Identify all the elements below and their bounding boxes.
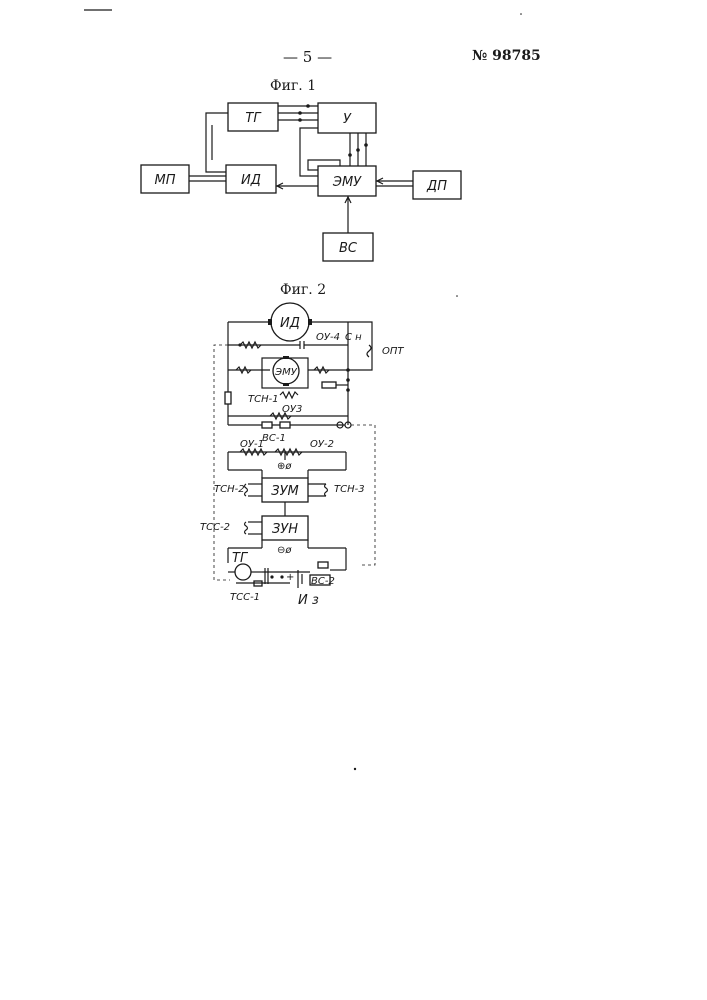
label-tsn1: ТСН-1 (248, 394, 279, 405)
tg-to-u-lines (278, 104, 318, 122)
block-u: У (318, 103, 376, 133)
label-tss2: ТСС-2 (200, 522, 230, 533)
label-ou2: ОУ-2 (310, 439, 334, 450)
motor-id: ИД (268, 303, 312, 341)
label-plus-phi: ⊕ø (277, 461, 292, 472)
svg-text:ИД: ИД (280, 316, 300, 331)
scan-speck (354, 768, 356, 770)
block-dp: ДП (413, 171, 461, 199)
label-vs2: ВС-2 (311, 576, 335, 587)
svg-text:ДП: ДП (426, 179, 447, 194)
svg-text:ЗУМ: ЗУМ (271, 484, 298, 499)
label-tsn3: ТСН-3 (334, 484, 365, 495)
svg-text:У: У (343, 112, 352, 127)
label-iz: И з (298, 593, 319, 608)
amplifier-zun: ЗУН (262, 516, 308, 540)
svg-text:ЭМУ: ЭМУ (274, 367, 298, 378)
block-mp: МП (141, 165, 189, 193)
svg-text:МП: МП (155, 173, 176, 188)
fig2-diagram: ИД ОУ-4 C н ОПТ ЭМУ (200, 303, 404, 608)
svg-text:ВС: ВС (339, 241, 358, 256)
amplifier-zum: ЗУМ (262, 478, 308, 502)
block-tg: ТГ (228, 103, 278, 131)
fig1-diagram: ТГ У МП ИД ЭМУ (141, 103, 461, 261)
svg-text:ЭМУ: ЭМУ (332, 175, 362, 190)
scan-speck (520, 13, 522, 15)
u-emu-feedback (300, 128, 318, 176)
label-vs1: ВС-1 (262, 433, 286, 444)
svg-text:ИД: ИД (241, 173, 261, 188)
svg-text:ТГ: ТГ (245, 111, 262, 126)
opt-loop (348, 322, 372, 370)
generator-emu: ЭМУ (262, 356, 308, 388)
block-vs: ВС (323, 233, 373, 261)
label-tss1: ТСС-1 (230, 592, 260, 603)
svg-text:ЗУН: ЗУН (272, 522, 298, 537)
block-emu: ЭМУ (318, 166, 376, 196)
label-minus-phi: ⊖ø (277, 545, 292, 556)
dashed-feedback-right (351, 425, 375, 565)
block-id: ИД (226, 165, 276, 193)
tachogenerator-tg (228, 564, 262, 580)
u-emu-lines (348, 133, 368, 166)
label-ou4: ОУ-4 (316, 332, 340, 343)
tg-id-loop (206, 113, 228, 172)
label-tsn2: ТСН-2 (214, 484, 245, 495)
plus-sign: + (286, 572, 294, 583)
label-ou1: ОУ-1 (240, 439, 264, 450)
scan-speck (456, 295, 458, 297)
label-opt: ОПТ (382, 346, 404, 357)
